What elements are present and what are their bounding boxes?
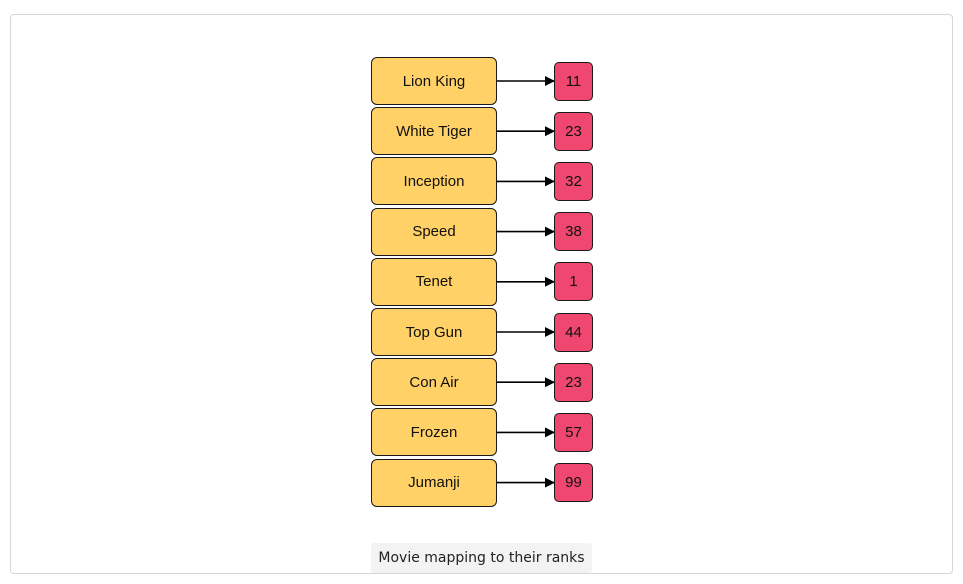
movie-node: Top Gun xyxy=(371,308,497,356)
rank-node: 23 xyxy=(554,111,593,151)
movie-node: Lion King xyxy=(371,57,497,105)
rank-node: 11 xyxy=(554,61,593,101)
movie-node: Inception xyxy=(371,157,497,206)
figure-caption: Movie mapping to their ranks xyxy=(371,543,592,573)
rank-node: 1 xyxy=(554,262,593,302)
rank-node: 44 xyxy=(554,312,593,352)
rank-node: 38 xyxy=(554,212,593,252)
movie-node: Con Air xyxy=(371,358,497,407)
movie-node: Jumanji xyxy=(371,458,497,507)
movie-node: Tenet xyxy=(371,257,497,306)
rank-node: 57 xyxy=(554,412,593,452)
movie-node: Frozen xyxy=(371,408,497,457)
rank-node: 99 xyxy=(554,463,593,503)
movie-node: White Tiger xyxy=(371,107,497,156)
movie-node: Speed xyxy=(371,207,497,256)
rank-node: 32 xyxy=(554,161,593,201)
rank-node: 23 xyxy=(554,362,593,402)
